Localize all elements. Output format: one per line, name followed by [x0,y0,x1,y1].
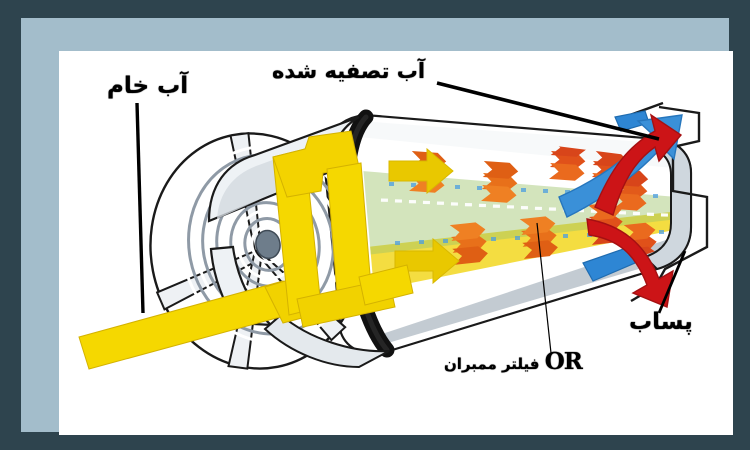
cap-skirt [263,313,390,369]
label-brine: پساب [629,309,693,335]
feed-arrow-upper [388,147,454,195]
right-end-cap [582,101,709,303]
diagram-canvas: آب خام آب تصفیه شده پساب OR فیلتر ممبران [59,51,733,435]
feed-pipe-nub [358,264,414,306]
leader-brine [657,250,687,314]
brine-out-arrows [586,113,683,308]
label-membrane-filter: OR فیلتر ممبران [444,348,583,375]
ro-membrane-diagram [78,81,709,370]
inner-frame: آب خام آب تصفیه شده پساب OR فیلتر ممبران [21,18,733,435]
label-permeate: آب تصفیه شده [272,59,426,83]
brine-arrow-lower [586,218,674,308]
feed-inlet-pipe [78,130,414,370]
leader-lines [135,81,687,354]
brine-arrow-upper [594,113,683,216]
permeate-port-stub [582,246,636,282]
label-membrane-text: فیلتر ممبران [444,355,540,373]
label-raw-water: آب خام [107,73,189,99]
label-membrane-abbr: OR [544,348,583,375]
leader-raw-water [135,102,145,314]
permeate-tube-core [255,229,281,260]
leader-permeate [436,81,660,141]
feed-field-lower [370,223,679,343]
leader-membrane [536,222,552,354]
